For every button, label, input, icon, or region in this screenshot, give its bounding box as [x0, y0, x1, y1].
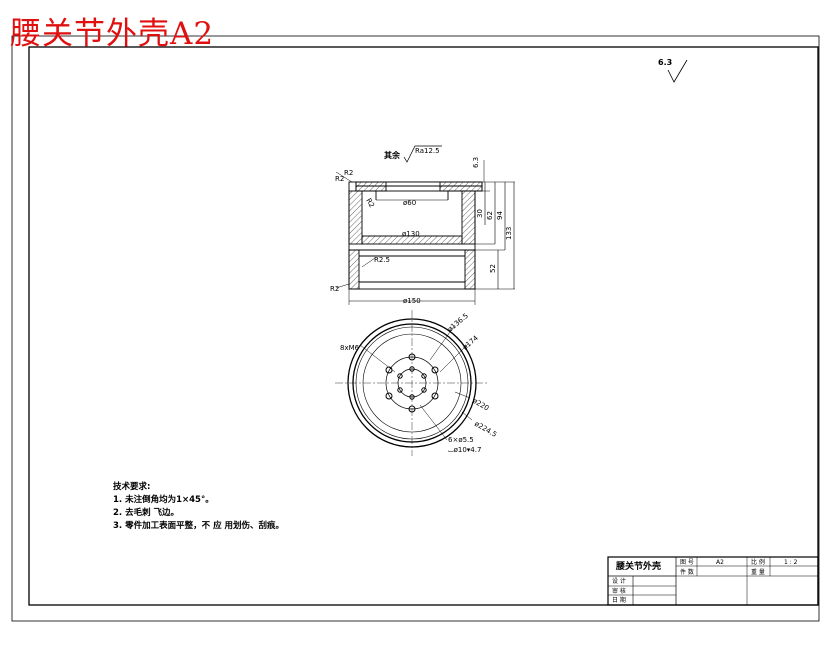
dim-r2-d: R2: [330, 285, 339, 293]
right-wall-lower: [464, 249, 476, 290]
roughness-other-label: 其余: [384, 150, 401, 160]
roughness-other-value: Ra12.5: [415, 147, 440, 155]
tb-scale: 1 : 2: [784, 559, 798, 566]
title-block-text: 腰关节外壳 图 号 A2 比 例 1 : 2 件 数 重 量 设 计 审 核 日…: [612, 558, 798, 604]
tb-part-name: 腰关节外壳: [615, 560, 661, 572]
drawing-title: 腰关节外壳A2: [10, 16, 215, 52]
dim-d174: ø174: [461, 334, 480, 352]
dim-d224-5: ø224.5: [473, 420, 498, 439]
dim-d220: ø220: [471, 397, 490, 413]
left-wall-lower: [348, 249, 360, 290]
top-plate-left: [355, 181, 387, 192]
dim-8xm6: 8xM6: [340, 344, 360, 352]
section-view: [335, 145, 515, 305]
roughness-symbol: [667, 59, 688, 83]
note-2: 2. 去毛刺 飞边。: [113, 508, 180, 518]
note-1: 1. 未注倒角均为1×45°。: [113, 495, 214, 505]
dim-6xd5-5: 6×ø5.5: [448, 436, 474, 444]
dim-94: 94: [496, 211, 504, 220]
tb-label-qty: 件 数: [680, 568, 694, 576]
technical-notes: 技术要求: 1. 未注倒角均为1×45°。 2. 去毛刺 飞边。 3. 零件加工…: [113, 481, 284, 533]
dim-30: 30: [476, 209, 484, 218]
dim-r2-a: R2: [344, 169, 353, 177]
tb-role-design: 设 计: [612, 577, 626, 585]
dim-d130: ø130: [402, 230, 420, 238]
dim-52: 52: [489, 264, 497, 273]
tb-label-scale: 比 例: [751, 558, 765, 566]
top-plate-right: [439, 181, 483, 192]
dim-counterbore: ⌴ø10▾4.7: [448, 446, 481, 454]
tb-drawing-no: A2: [716, 559, 724, 566]
dim-r2-b: R2: [335, 175, 344, 183]
dim-r2-5: R2.5: [374, 256, 390, 264]
left-wall: [348, 190, 363, 245]
tb-role-review: 审 核: [612, 587, 626, 595]
tb-role-date: 日 期: [612, 596, 626, 604]
dim-d136-5: ø136.5: [446, 312, 470, 334]
outer-border: [11, 35, 820, 622]
right-wall: [461, 190, 476, 245]
section-labels: R2 R2 R2 R2.5 R2 6.3 ø60 ø130 ø150 30 62…: [330, 147, 513, 305]
dim-6-3: 6.3: [472, 157, 480, 168]
dim-r2-c: R2: [364, 197, 376, 209]
dim-d60: ø60: [403, 199, 416, 207]
title-block: [607, 556, 819, 606]
notes-heading: 技术要求:: [113, 482, 151, 492]
note-3: 3. 零件加工表面平整，不 应 用划伤、刮痕。: [113, 521, 285, 531]
tb-label-drawing-no: 图 号: [680, 559, 694, 566]
dim-133: 133: [505, 227, 513, 240]
roughness-global-value: 6.3: [658, 58, 673, 67]
dim-62: 62: [486, 211, 494, 220]
tb-label-weight: 重 量: [751, 568, 765, 576]
plan-view: [335, 310, 489, 456]
dim-d150: ø150: [403, 297, 421, 305]
inner-border: [28, 46, 819, 606]
